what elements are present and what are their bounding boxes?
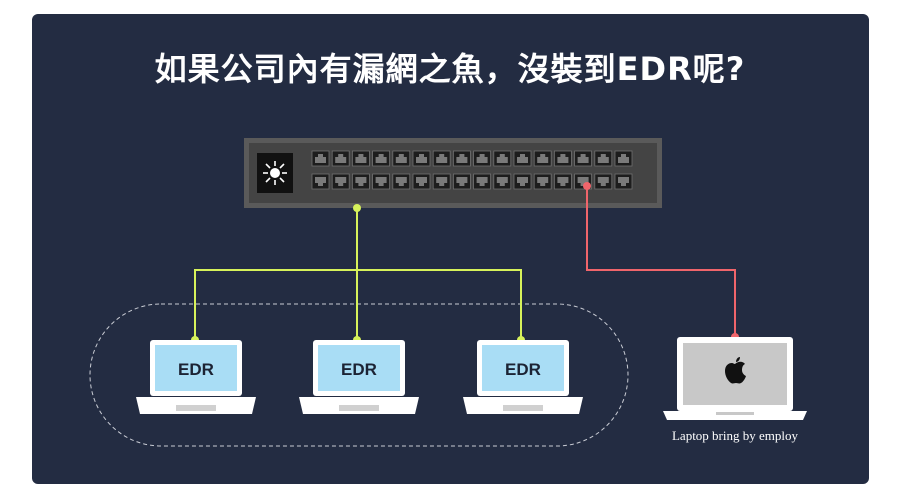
switch-port [331, 173, 350, 190]
edr-label: EDR [341, 360, 377, 379]
switch-port [533, 173, 552, 190]
switch-port [513, 173, 532, 190]
switch-port [452, 150, 471, 167]
page-title: 如果公司內有漏網之魚，沒裝到EDR呢? [154, 50, 746, 88]
switch-port [473, 173, 492, 190]
switch-port [513, 150, 532, 167]
switch-port [412, 173, 431, 190]
edr-label: EDR [505, 360, 541, 379]
switch-port [311, 150, 330, 167]
switch-port [614, 150, 633, 167]
switch-port [331, 150, 350, 167]
edr-laptop: EDR [136, 340, 256, 414]
edr-laptop: EDR [463, 340, 583, 414]
switch-port [452, 173, 471, 190]
network-switch-icon [257, 153, 293, 193]
switch-port [432, 150, 451, 167]
rogue-link [586, 186, 736, 337]
switch-port [554, 173, 572, 190]
edr-label: EDR [178, 360, 214, 379]
switch-ports [311, 150, 633, 190]
edr-links [194, 208, 522, 340]
switch-port [493, 173, 512, 190]
rogue-link-endpoint [583, 182, 591, 190]
switch-port [311, 173, 330, 190]
switch-port [372, 150, 391, 167]
switch-port [594, 150, 613, 167]
edr-laptop: EDR [299, 340, 419, 414]
switch-port [594, 173, 613, 190]
switch-port [574, 150, 592, 167]
edr-group-outline [89, 303, 629, 447]
switch-port [351, 150, 370, 167]
switch-port [533, 150, 552, 167]
switch-port [372, 173, 391, 190]
switch-port [392, 150, 411, 167]
apple-icon [725, 357, 746, 384]
switch-port [614, 173, 633, 190]
switch-port [493, 150, 512, 167]
switch-port [412, 150, 431, 167]
switch-port [554, 150, 572, 167]
network-switch [244, 138, 662, 208]
employee-laptop-caption: Laptop bring by employ [671, 428, 798, 443]
switch-port [351, 173, 370, 190]
switch-port [473, 150, 492, 167]
switch-port [432, 173, 451, 190]
switch-port [392, 173, 411, 190]
employee-laptop [663, 337, 807, 420]
